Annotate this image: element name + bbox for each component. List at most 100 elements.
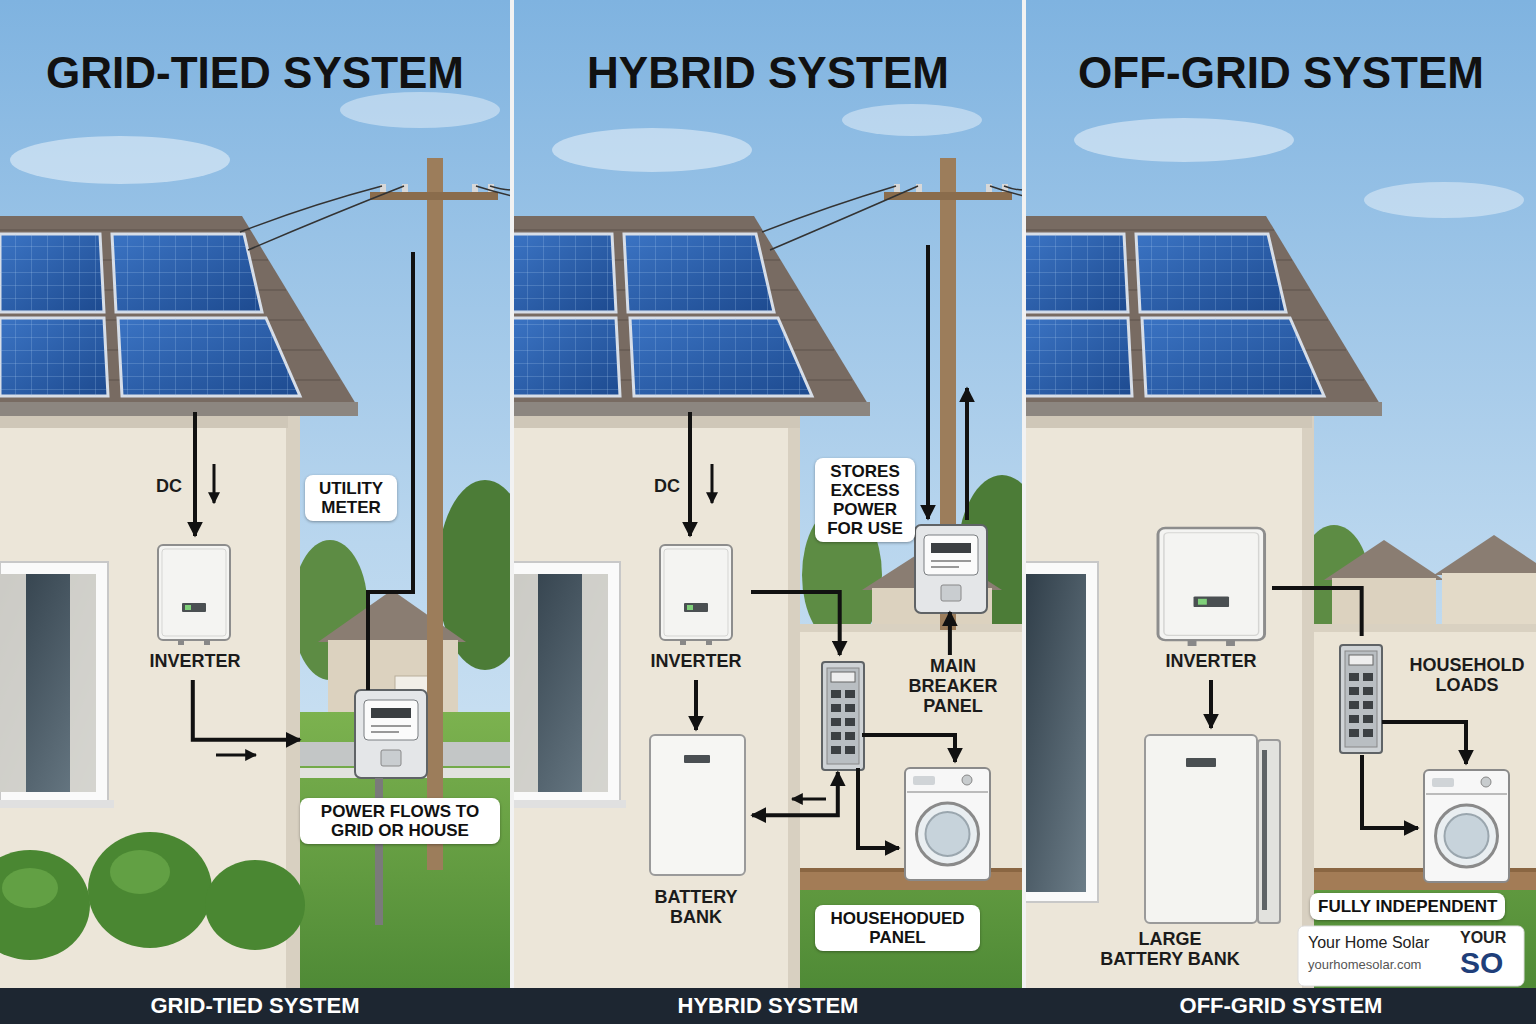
- breaker-icon: [822, 662, 864, 770]
- grid-import-arrow: [926, 245, 930, 519]
- bottom-bar: [0, 988, 1536, 1024]
- flow-hint-arrow: [711, 464, 714, 503]
- watermark-logo: YOUR: [1460, 930, 1506, 946]
- load-wire: [1382, 722, 1466, 764]
- off-grid-scene: [1024, 0, 1536, 988]
- device-label: HOUSEHOLD LOADS: [1408, 656, 1526, 696]
- crossarm: [370, 192, 498, 200]
- panel-title: OFF-GRID SYSTEM: [1026, 48, 1536, 99]
- roof-with-panels: [1024, 216, 1382, 428]
- battery-display: [1186, 758, 1216, 767]
- fence-cap: [800, 624, 1024, 632]
- flow-connector: [751, 592, 840, 655]
- insulators: [894, 184, 1008, 192]
- cloud: [10, 136, 230, 184]
- inverter-icon: [1158, 528, 1265, 646]
- panel-title: GRID-TIED SYSTEM: [0, 48, 510, 99]
- house-wall: [1024, 414, 1314, 988]
- house-roof: [1434, 535, 1536, 575]
- watermark-box: [1298, 926, 1524, 986]
- battery-box: BATTERY BANK: [640, 730, 752, 928]
- flow-hint-arrow: [216, 754, 256, 757]
- cloud: [842, 104, 982, 136]
- breaker-box: MAIN BREAKER PANEL: [815, 655, 1005, 772]
- meter-icon: [915, 525, 987, 613]
- flow-connector: [948, 612, 952, 655]
- battery-box: LARGE BATTERY BANK: [1090, 728, 1290, 980]
- cloud: [340, 92, 500, 128]
- wall-corner: [788, 414, 800, 988]
- flow-connector: [752, 772, 838, 815]
- callout-label: STORES EXCESS POWER FOR USE: [815, 458, 915, 542]
- house-roof: [318, 590, 466, 642]
- connector-group: [193, 588, 1362, 815]
- flow-connector: [1209, 680, 1213, 728]
- current-label: DC: [654, 476, 680, 497]
- callout-label: UTILITY METER: [305, 475, 397, 521]
- hybrid-scene: [512, 0, 1024, 988]
- breaker-box: HOUSEHOLD LOADS: [1328, 636, 1526, 760]
- roof-with-panels: [512, 216, 870, 428]
- inverter-icon: [660, 545, 732, 645]
- device-label: BATTERY BANK: [640, 888, 752, 928]
- bush-highlight: [2, 868, 58, 908]
- flow-connector: [1272, 588, 1362, 636]
- sky: [1024, 0, 1536, 988]
- window: [512, 562, 626, 808]
- grid-tied-scene: [0, 0, 512, 988]
- house-wall: [512, 414, 800, 988]
- power-wires: [240, 186, 512, 250]
- callout-label: FULLY INDEPENDENT: [1310, 893, 1505, 920]
- bush: [205, 860, 305, 950]
- sky: [0, 0, 512, 988]
- fence-cap: [1314, 624, 1536, 632]
- dc-arrow: [688, 412, 692, 536]
- device-label: INVERTER: [1150, 652, 1272, 672]
- flow-hint-arrow: [213, 464, 216, 503]
- flow-connector: [193, 680, 300, 740]
- load-wire: [858, 768, 899, 848]
- panel-separator: [1022, 0, 1026, 1024]
- inverter-box: INVERTER: [140, 538, 250, 680]
- device-label: INVERTER: [140, 652, 250, 672]
- load-wire: [1362, 755, 1418, 828]
- bush-highlight: [110, 850, 170, 894]
- inverter-icon: [158, 545, 230, 645]
- dc-arrow: [193, 412, 197, 536]
- battery-icon: [650, 735, 745, 875]
- panel-separator: [510, 0, 514, 1024]
- cloud: [1364, 182, 1524, 218]
- callout-label: POWER FLOWS TO GRID OR HOUSE: [300, 798, 500, 844]
- device-label: LARGE BATTERY BANK: [1095, 930, 1245, 970]
- washer-icon: [1424, 770, 1509, 882]
- neighbor-house: [1442, 573, 1536, 630]
- callout-label: HOUSEHODUED PANEL: [815, 905, 980, 951]
- battery-display: [684, 755, 710, 763]
- grid-export-arrow: [965, 388, 969, 520]
- system-panel: HYBRID SYSTEM INVERTER STORES EXCESS POWER…: [514, 0, 1022, 988]
- breaker-icon: [1340, 645, 1382, 753]
- footer-title: GRID-TIED SYSTEM: [0, 994, 510, 1018]
- inverter-box: INVERTER: [641, 538, 751, 680]
- window: [0, 562, 114, 808]
- flow-hint-arrow: [792, 798, 826, 801]
- roof-with-panels: [0, 216, 358, 428]
- footer-title: HYBRID SYSTEM: [514, 994, 1022, 1018]
- meter-icon: [355, 690, 427, 778]
- battery-icon: [1145, 735, 1257, 923]
- panel-title: HYBRID SYSTEM: [514, 48, 1022, 99]
- meter-box: STORES EXCESS POWER FOR USE: [810, 455, 990, 612]
- battery-unit: [1258, 740, 1280, 923]
- washer-icon: [905, 768, 990, 880]
- watermark-logo: SO: [1460, 948, 1503, 978]
- meter-box: UTILITY METER: [300, 470, 436, 786]
- cloud: [1074, 118, 1294, 162]
- service-wire: [368, 252, 413, 690]
- device-label: MAIN BREAKER PANEL: [903, 657, 1003, 716]
- load-wire: [862, 735, 955, 762]
- system-panel: OFF-GRID SYSTEM INVERTER HOUSEHOLD LOADS LA…: [1026, 0, 1536, 988]
